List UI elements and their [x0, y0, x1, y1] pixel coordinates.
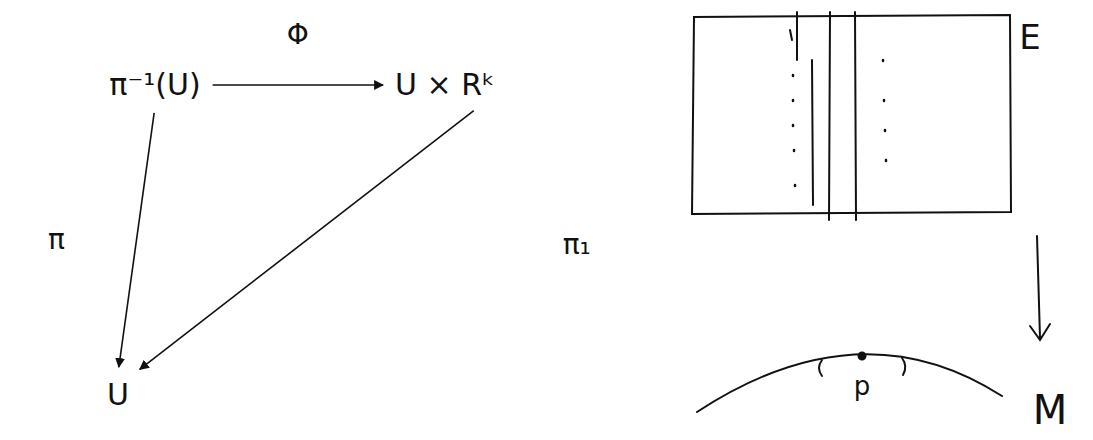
fiber-line [790, 12, 856, 220]
morphism-label: Φ [285, 18, 311, 52]
sketch-label: p [854, 372, 871, 401]
total-space-box [692, 15, 1011, 214]
math-expression: U [107, 377, 129, 413]
morphism-arrow [140, 111, 474, 370]
math-object: π⁻¹(U) [103, 63, 206, 107]
math-object: U [101, 373, 135, 417]
sketch-label: M [1033, 388, 1068, 432]
morphism-label: π₁ [561, 228, 593, 262]
base-curve [697, 354, 1002, 412]
projection-arrow [1030, 236, 1050, 340]
sketch-label: E [1019, 19, 1040, 56]
morphism-label: π [46, 223, 67, 257]
fiber-dots [793, 60, 886, 186]
math-object: U × Rᵏ [389, 63, 501, 107]
math-expression: U × Rᵏ [395, 67, 495, 103]
morphism-arrow [213, 84, 383, 86]
math-expression: π⁻¹(U) [109, 67, 200, 103]
base-point [859, 353, 866, 360]
morphism-arrow [119, 113, 154, 367]
